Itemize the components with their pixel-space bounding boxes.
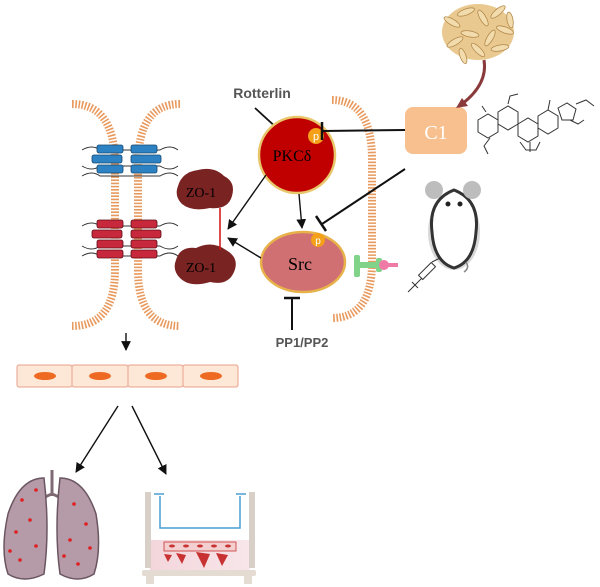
src-to-zo1-arrow xyxy=(227,237,262,259)
pkc-to-src-arrow xyxy=(296,193,307,229)
syringe-icon xyxy=(407,257,441,293)
pkc-to-zo1-arrow xyxy=(227,174,267,230)
membrane-left xyxy=(71,100,119,330)
rotterlin-label: Rotterlin xyxy=(233,85,291,101)
c1-inhibit-pkc-line xyxy=(322,129,406,132)
lung-image xyxy=(3,470,100,580)
src-phospho-badge: p xyxy=(311,233,325,247)
cells-to-transwell-arrow xyxy=(131,405,167,475)
zo1-bottom: ZO-1 xyxy=(174,244,236,285)
claudin-blue-group xyxy=(81,144,179,177)
zo1-top-label: ZO-1 xyxy=(186,186,216,201)
c1-box: C1 xyxy=(405,107,467,154)
c1-inhibit-src-line xyxy=(321,168,406,225)
src-label: Src xyxy=(288,254,312,274)
c1-label: C1 xyxy=(424,122,447,144)
pkc-delta-node: PKCδ xyxy=(257,115,337,195)
membrane-right xyxy=(331,96,376,322)
pp1-pp2-label: PP1/PP2 xyxy=(276,335,329,350)
zo1-top: ZO-1 xyxy=(176,168,233,210)
pkc-phospho-label: p xyxy=(313,131,319,143)
membrane-middle xyxy=(134,100,181,330)
c1-inhibit-src-bar xyxy=(314,215,328,232)
src-phospho-label: p xyxy=(315,236,321,247)
seeds-to-c1-arrowhead xyxy=(456,98,468,108)
claudin-red-group xyxy=(81,219,179,259)
receptor-icon xyxy=(354,255,398,277)
mouse-image xyxy=(425,181,481,273)
cells-to-lung-arrow xyxy=(75,405,119,473)
pkc-delta-label: PKCδ xyxy=(273,148,312,165)
transwell-image xyxy=(142,492,256,584)
pkc-phospho-badge: p xyxy=(308,128,324,144)
epithelial-cell-layer xyxy=(16,364,239,388)
src-node: Src xyxy=(259,230,347,294)
seeds-image xyxy=(442,4,514,64)
zo1-bottom-label: ZO-1 xyxy=(186,261,216,276)
chemical-structure-icon xyxy=(477,93,595,155)
seeds-to-c1-arrow xyxy=(461,59,487,106)
